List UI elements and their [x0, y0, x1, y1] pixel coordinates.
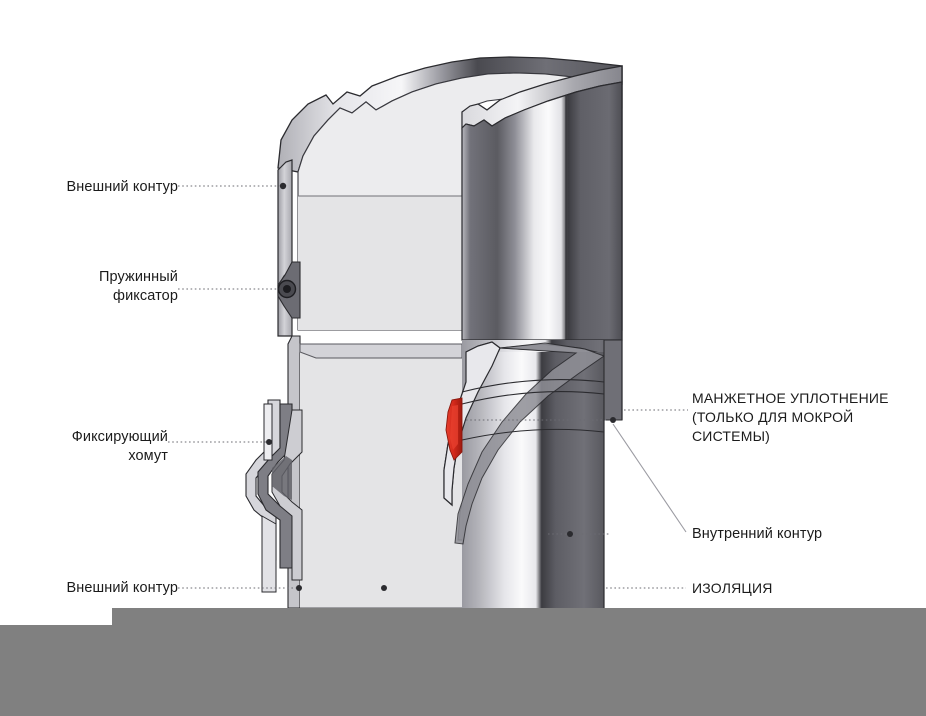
lower-pipe-assembly — [443, 66, 623, 612]
label-inner-contour: Внутренний контур — [692, 526, 823, 542]
clamp-lower-skirt — [261, 515, 277, 593]
insulation-cut-face-lower — [300, 344, 462, 608]
anchor-dot-outer-contour-bottom — [296, 585, 302, 591]
anchor-dot-inner-contour — [567, 531, 573, 537]
clamp-throat-shadow — [272, 456, 292, 500]
label-outer-contour-top: Внешний контур — [66, 179, 178, 195]
footer-band — [0, 608, 926, 716]
insulation-top-chamfer-lower — [299, 343, 463, 359]
clamp-leaf-upper — [263, 403, 273, 461]
callout-leaders — [168, 182, 688, 591]
fixing-clamp-assembly — [245, 399, 303, 593]
pipe-bead-line-1 — [461, 379, 605, 393]
footer-band-step — [112, 608, 926, 626]
cuff-seal-gasket — [445, 397, 463, 461]
spring-clip-bore — [283, 285, 291, 293]
leader-inner-contour-diagonal — [612, 423, 687, 533]
gasket-highlight — [450, 405, 458, 450]
insulation-cut-face-upper — [298, 196, 462, 330]
pipe-bead-line-3 — [461, 428, 605, 441]
label-insulation: ИЗОЛЯЦИЯ — [692, 580, 773, 596]
anchor-dot-cuff-seal — [610, 417, 616, 423]
label-cuff-seal: МАНЖЕТНОЕ УПЛОТНЕНИЕ (ТОЛЬКО ДЛЯ МОКРОЙ … — [692, 390, 889, 444]
anchor-dot-fixing-clamp — [266, 439, 272, 445]
lower-pipe-barrel — [462, 352, 604, 612]
label-outer-contour-bottom: Внешний контур — [66, 580, 178, 596]
inner-flue-pipe-assembly — [461, 65, 623, 341]
footer-band-full — [0, 625, 926, 716]
socket-interior-shadow-overlay — [454, 342, 606, 545]
label-fixing-clamp: Фиксирующий хомут — [71, 429, 168, 464]
anchor-dot-insulation-mid — [381, 585, 387, 591]
outer-sleeve-right-step — [603, 339, 623, 421]
pipe-bead-line-2 — [461, 391, 605, 405]
label-spring-clip: Пружинный фиксатор — [99, 269, 178, 304]
anchor-dot-outer-contour-top — [279, 182, 287, 190]
